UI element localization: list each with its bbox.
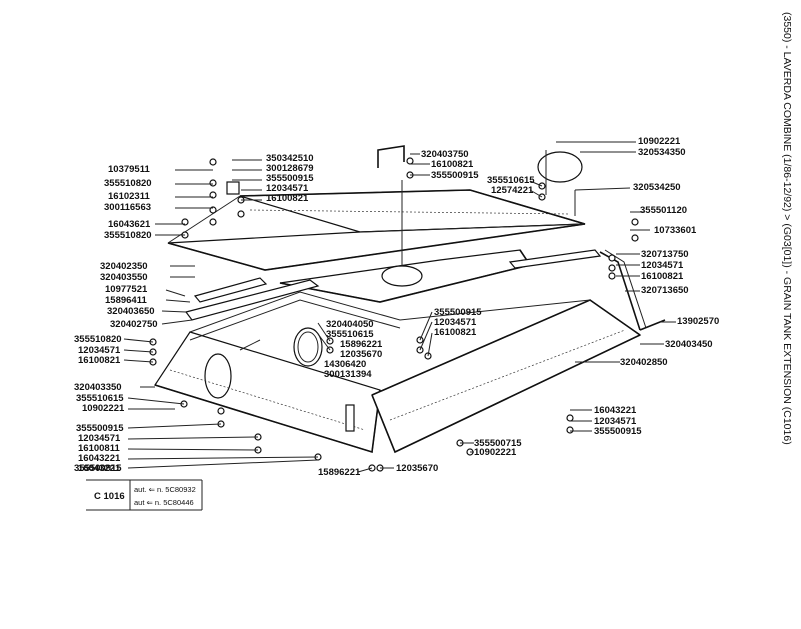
right-arm (508, 249, 647, 331)
part-label: 355500915 (74, 463, 122, 474)
part-label: 16043621 (108, 219, 151, 230)
part-label: 355510615 (487, 175, 535, 186)
part-label: 355510820 (74, 334, 122, 345)
part-label: 12034571 (266, 183, 309, 194)
part-label: 10902221 (474, 447, 517, 458)
part-label: 320402750 (110, 319, 158, 330)
part-label: 355501120 (640, 205, 687, 216)
side-title: (3550) - LAVERDA COMBINE (1/86-12/92) > … (781, 12, 793, 445)
round-cover-right (537, 150, 583, 195)
part-label: 16100811 (78, 443, 120, 454)
handle-lower (345, 404, 355, 432)
part-label: 355510615 (76, 393, 124, 404)
ref-code: C 1016 (94, 491, 125, 502)
part-label: 15896221 (318, 467, 361, 478)
leader-lines (123, 141, 676, 473)
part-label: 320403450 (665, 339, 713, 350)
reference-box (86, 479, 203, 511)
part-label: 320713750 (641, 249, 689, 260)
part-label: 355500915 (76, 423, 124, 434)
ref-line-2: aut ⇐ n. 5C80446 (134, 498, 194, 507)
part-label: 16100821 (434, 327, 477, 338)
part-label: 355510820 (104, 178, 152, 189)
part-label: 350342510 (266, 153, 314, 164)
part-label: 10977521 (105, 284, 148, 295)
part-label: 16100821 (266, 193, 309, 204)
part-label: 12035670 (396, 463, 438, 474)
part-label: 10733601 (654, 225, 697, 236)
part-label: 12034571 (78, 345, 121, 356)
part-label: 16043221 (594, 405, 637, 416)
part-label: 16043221 (78, 463, 121, 474)
part-label: 16043221 (78, 453, 121, 464)
part-label: 320534250 (633, 182, 681, 193)
handle-top (377, 145, 405, 168)
part-number-labels: 3503425103001286793555009151203457116100… (74, 136, 719, 478)
back-frame (189, 291, 591, 351)
part-label: 10379511 (108, 164, 150, 175)
part-label: 320534350 (638, 147, 686, 158)
round-cover-left (293, 327, 323, 367)
part-label: 320713650 (641, 285, 689, 296)
part-label: 320402850 (620, 357, 668, 368)
part-label: 355510820 (104, 230, 152, 241)
left-strip (184, 277, 320, 321)
ref-line-1: aut. ⇐ n. 5C80932 (134, 485, 196, 494)
part-label: 13902570 (677, 316, 719, 327)
part-label: 12034571 (641, 260, 684, 271)
part-label: 15896411 (105, 295, 147, 306)
part-label: 12034571 (434, 317, 477, 328)
part-label: 12034571 (78, 433, 121, 444)
part-label: 320404050 (326, 319, 374, 330)
part-label: 12034571 (594, 416, 637, 427)
part-label: 355500915 (594, 426, 642, 437)
part-label: 355500915 (266, 173, 314, 184)
part-label: 12574221 (491, 185, 534, 196)
part-label: 320403550 (100, 272, 148, 283)
part-label: 300131394 (324, 369, 372, 380)
part-label: 16100821 (431, 159, 474, 170)
part-label: 16100821 (78, 355, 121, 366)
part-label: 14306420 (324, 359, 366, 370)
top-rear-panel (167, 189, 586, 271)
part-label: 16102311 (108, 191, 150, 202)
part-label: 355500915 (434, 307, 482, 318)
part-label: 320403750 (421, 149, 469, 160)
part-label: 300116563 (104, 202, 151, 213)
part-label: 10902221 (82, 403, 125, 414)
part-label: 320403650 (107, 306, 155, 317)
part-label: 16100821 (641, 271, 684, 282)
part-label: 300128679 (266, 163, 314, 174)
part-label: 10902221 (638, 136, 681, 147)
part-label: 355500715 (474, 438, 522, 449)
part-label: 355510615 (326, 329, 374, 340)
left-side-panel (154, 331, 381, 454)
part-label: 355500915 (431, 170, 479, 181)
part-label: 320402350 (100, 261, 148, 272)
part-label: 12035670 (340, 349, 382, 360)
part-label: 15896221 (340, 339, 383, 350)
part-label: 320403350 (74, 382, 122, 393)
centre-hatch-panel (279, 180, 532, 303)
